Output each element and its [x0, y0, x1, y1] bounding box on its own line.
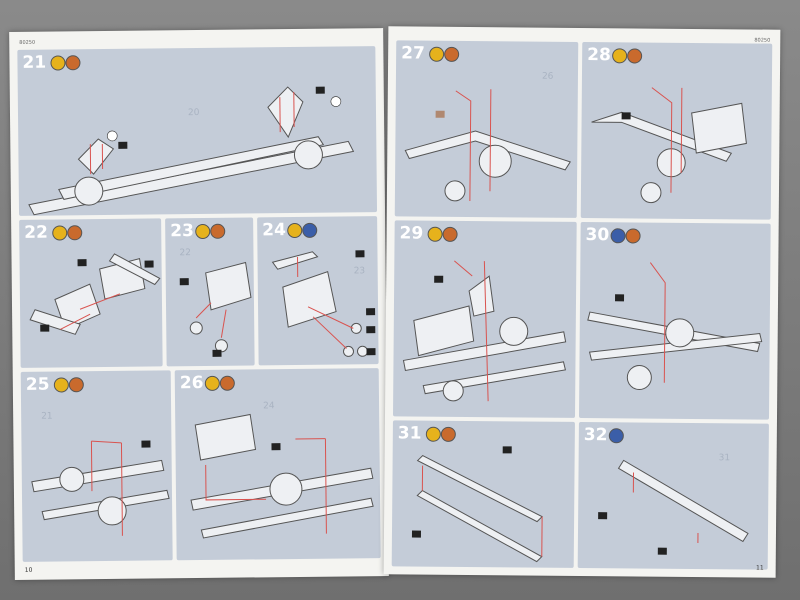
exhaust-illustration	[404, 89, 571, 202]
step-30-panel: 30	[578, 221, 771, 420]
engine-pulley-illustration	[271, 250, 376, 357]
floor-panel-illustration	[411, 446, 543, 563]
exhaust-right-illustration	[591, 87, 747, 204]
step-21-panel: 21 20	[17, 46, 378, 216]
front-suspension-illustration	[31, 440, 170, 536]
engine-install-illustration	[190, 413, 374, 539]
step-27-panel: 27 26	[394, 40, 579, 218]
step-31-panel: 31	[391, 420, 575, 568]
left-header-code: 80250	[19, 39, 36, 46]
step-26-panel: 26 24	[174, 368, 381, 561]
step-32-panel: 32 31	[577, 421, 769, 570]
engine-block-illustration	[29, 253, 161, 335]
step-25-panel: 25 21	[20, 370, 173, 562]
running-board-illustration	[598, 459, 749, 555]
engine-chassis-illustration	[402, 260, 567, 402]
left-page-number: 10	[24, 566, 33, 574]
engine-illustration	[179, 261, 252, 357]
step-28-panel: 28	[580, 41, 773, 220]
right-page: 80250 27 26 28 29 30	[383, 26, 781, 578]
step-24-panel: 24 23	[257, 216, 379, 366]
step-22-panel: 22	[19, 218, 163, 368]
right-page-number: 11	[756, 564, 764, 572]
chassis-illustration	[28, 86, 355, 216]
rear-chassis-illustration	[587, 262, 763, 391]
left-page: 80250 21 20 22	[9, 28, 389, 580]
step-29-panel: 29	[392, 220, 577, 418]
step-23-panel: 23 22	[165, 217, 255, 367]
